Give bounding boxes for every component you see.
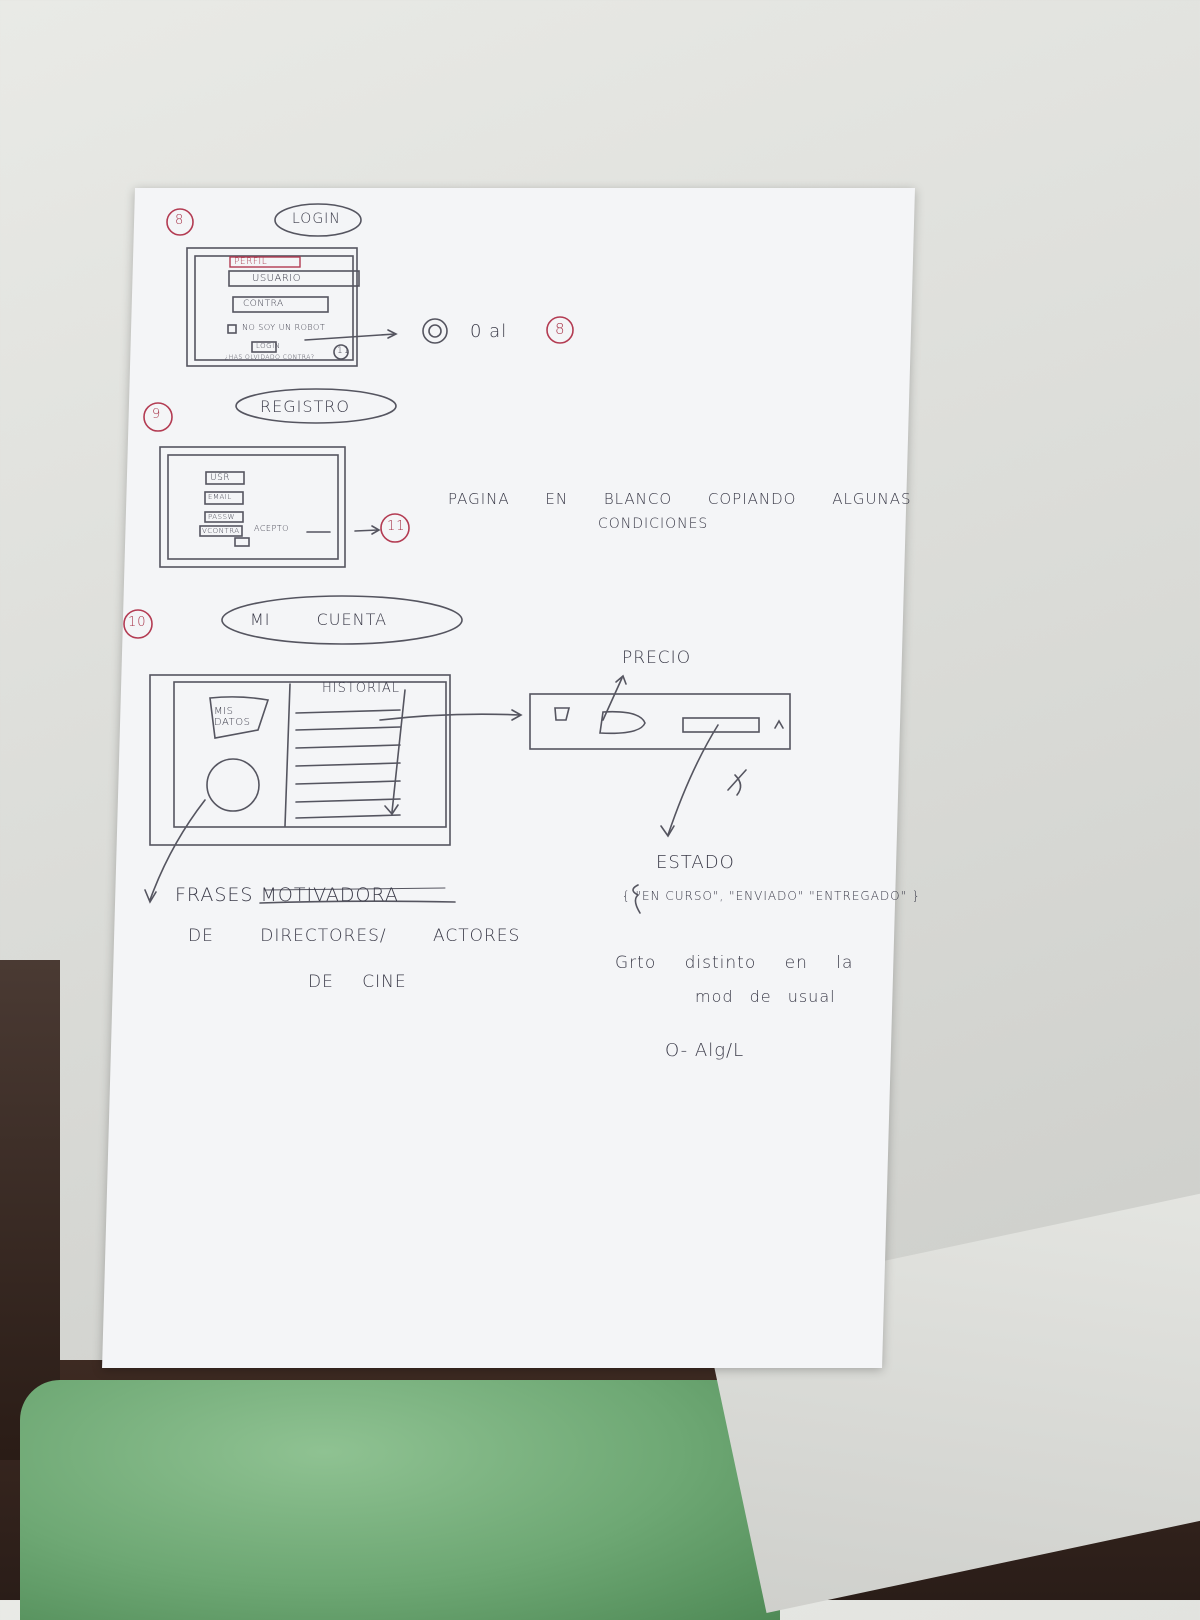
cuenta-note-2: mod de usual [695,987,836,1006]
frases-line-3: DE CINE [308,972,407,992]
background-left [0,960,60,1460]
login-password-field: CONTRA [243,299,284,309]
login-button-label: LOGIN [256,342,281,350]
historial-detail-row [529,693,791,750]
registro-note-line2: CONDICIONES [598,516,709,532]
registro-title: REGISTRO [260,397,350,416]
registro-window [159,446,346,568]
section-9-number: 9 [152,407,162,422]
login-title-oval [274,203,362,237]
registro-note-line1: PAGINA EN BLANCO COPIANDO ALGUNAS [448,490,912,508]
frases-line-1: FRASES MOTIVADORA [175,884,399,906]
registro-title-oval [235,388,397,424]
goto-text: 0 al [470,321,508,342]
estado-values: { "EN CURSO", "ENVIADO" "ENTREGADO" } [622,889,921,903]
login-user-field: USUARIO [252,273,302,284]
frases-line-2: DE DIRECTORES/ ACTORES [188,926,521,946]
user-field-box [228,270,360,287]
mis-datos-label: MIS DATOS [214,706,251,728]
section-10-circle [123,609,153,639]
login-window [186,247,358,367]
precio-label: PRECIO [622,648,692,668]
login-header-label: PERFIL [234,257,268,267]
green-cloth [20,1380,780,1620]
registro-target: 11 [387,519,406,534]
registro-field-usr: USR [210,473,231,483]
login-forgot: ¿HAS OLVIDADO CONTRA? [225,354,315,361]
historial-label: HISTORIAL [322,681,401,696]
goto-to: 8 [555,320,566,338]
section-9-circle [143,402,173,432]
cuenta-title: MI CUENTA [250,610,388,629]
password-field-box [232,296,329,313]
login-button-box [251,341,277,353]
section-8-circle [166,208,194,236]
estado-label: ESTADO [656,852,735,873]
cuenta-title-oval [221,595,463,645]
cuenta-window [149,674,451,846]
registro-field-passw: PASSW [208,513,235,521]
forgot-target: 11 [337,346,351,356]
cuenta-note-1: Grto distinto en la [615,953,854,973]
registro-accept: ACEPTO [254,524,289,533]
registro-field-vcontra: VCONTRA [202,527,240,535]
section-8-number: 8 [175,213,185,228]
captcha-checkbox [227,324,237,334]
login-title: LOGIN [292,211,341,227]
section-10-number: 10 [128,615,147,630]
registro-field-email: EMAIL [208,493,232,501]
cuenta-note-3: O- Alg/L [665,1040,745,1061]
login-captcha: NO SOY UN ROBOT [242,323,326,332]
